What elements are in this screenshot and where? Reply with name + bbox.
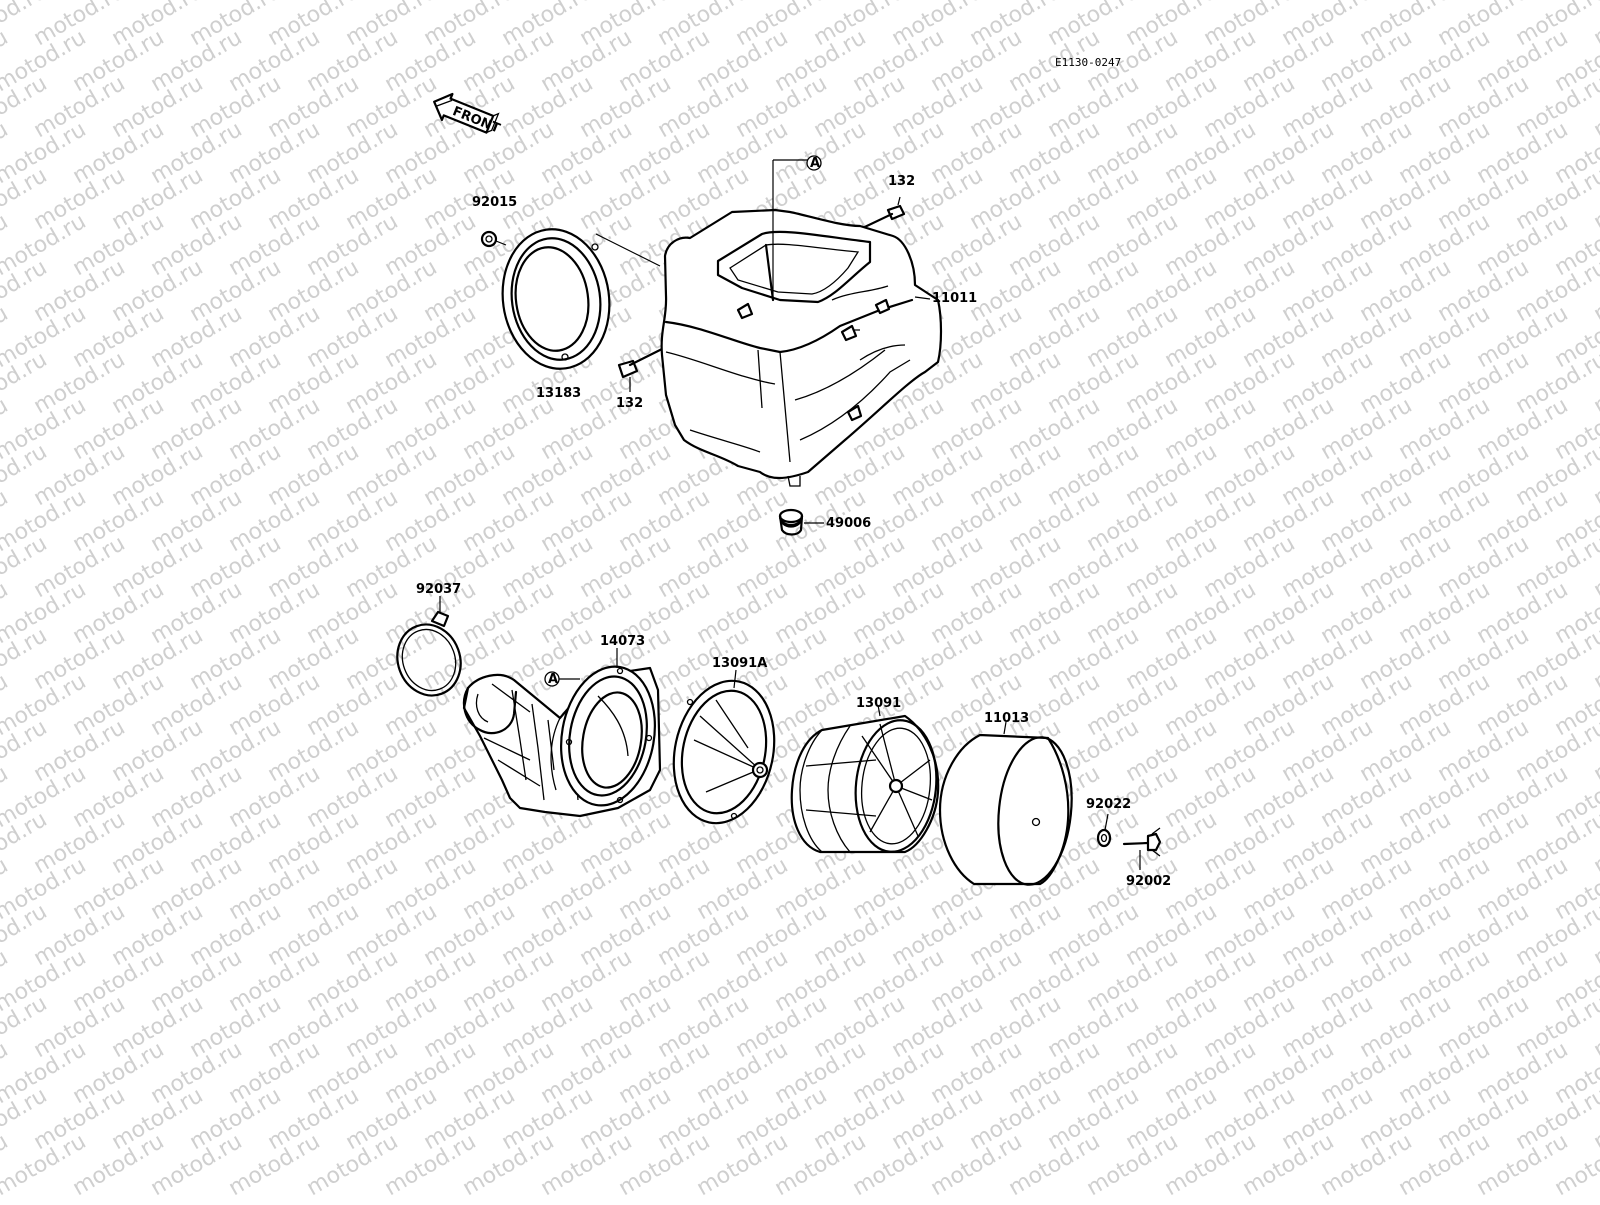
label-11013: 11013 [984, 711, 1029, 726]
label-132-left: 132 [616, 396, 643, 411]
label-92015: 92015 [472, 195, 517, 210]
ref-mark-a-upper: A [810, 156, 820, 171]
label-132-top: 132 [888, 174, 915, 189]
label-92002: 92002 [1126, 874, 1171, 889]
ref-mark-a-lower: A [548, 672, 558, 687]
label-49006: 49006 [826, 516, 871, 531]
label-92022: 92022 [1086, 797, 1131, 812]
diagram-code: E1130-0247 [1055, 56, 1121, 69]
label-14073: 14073 [600, 634, 645, 649]
ref-marker-a-lower: A [545, 672, 580, 687]
label-13091a: 13091A [712, 656, 767, 671]
label-13183: 13183 [536, 386, 581, 401]
label-13091: 13091 [856, 696, 901, 711]
label-92037: 92037 [416, 582, 461, 597]
label-11011: 11011 [932, 291, 977, 306]
